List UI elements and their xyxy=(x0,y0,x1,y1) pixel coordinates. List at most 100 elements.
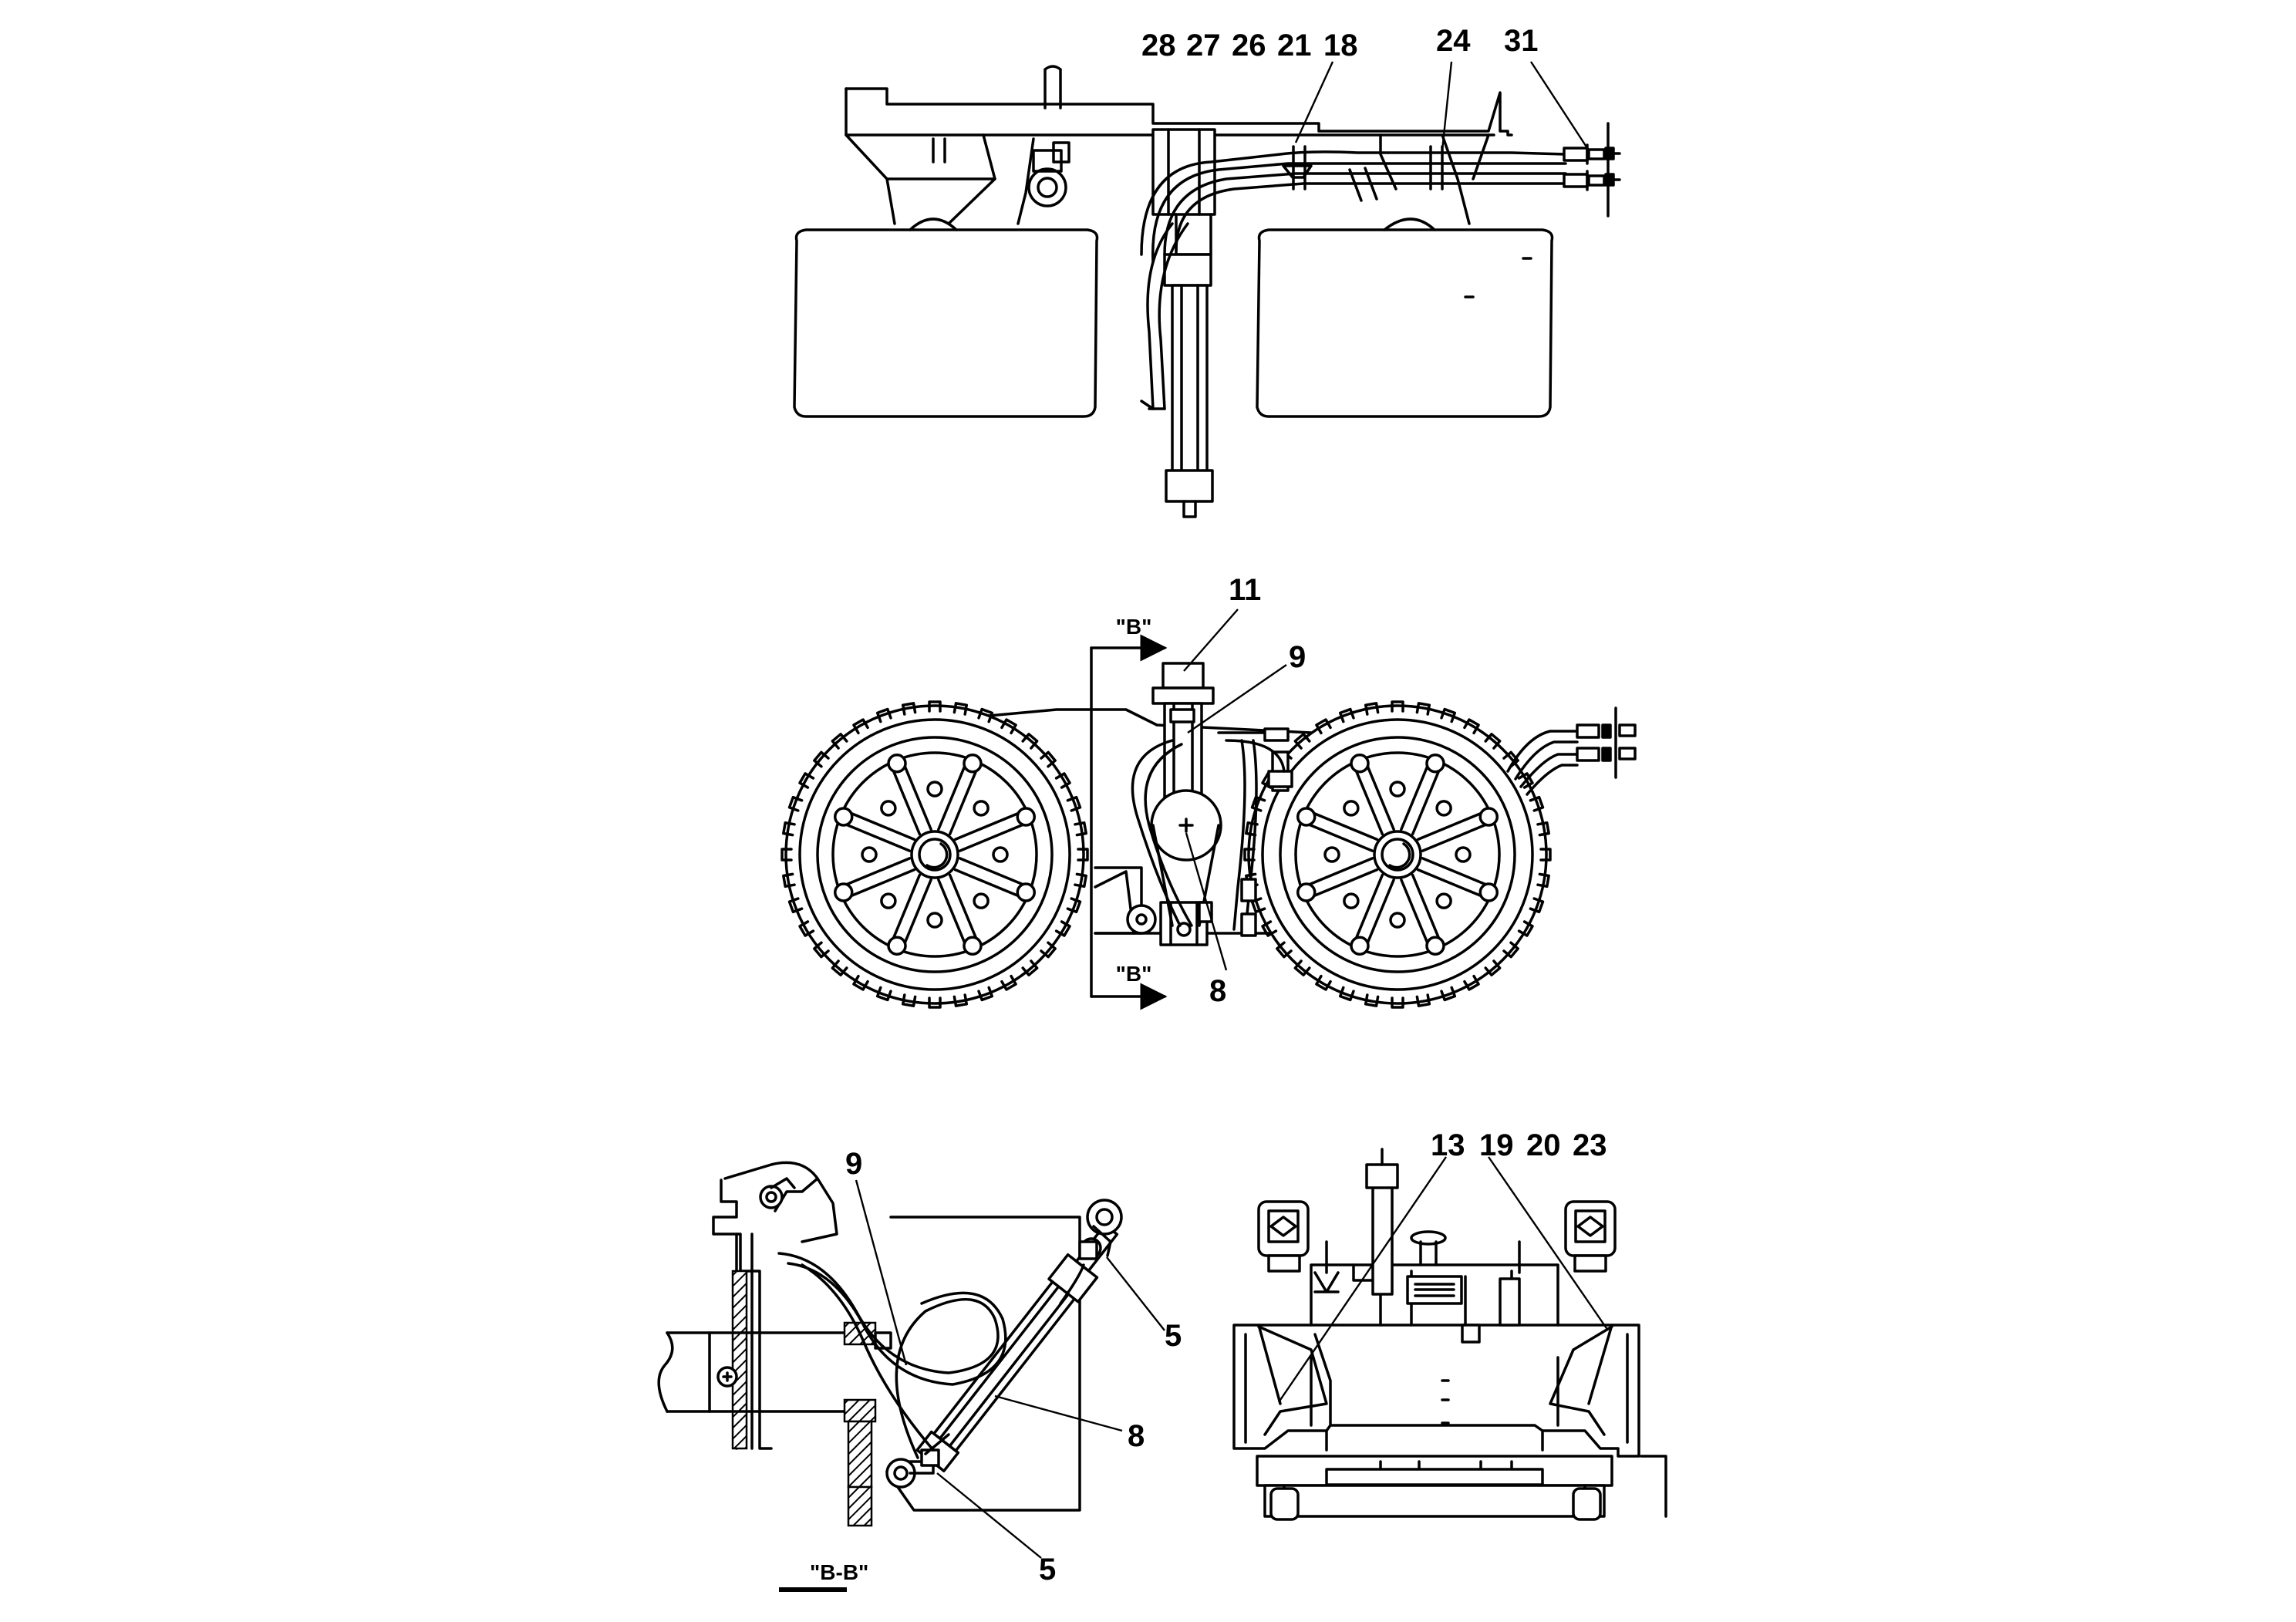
callout-21: 21 xyxy=(1277,29,1312,62)
rim-lug xyxy=(1364,993,1380,1007)
callout-5-top: 5 xyxy=(1165,1319,1182,1353)
callout-26: 26 xyxy=(1232,29,1266,62)
wheel-spoke xyxy=(839,809,916,852)
rim-lug xyxy=(901,702,917,716)
middle-view: "B" "B" xyxy=(781,573,1637,1010)
wheel-hole xyxy=(880,892,897,909)
section-title-underline xyxy=(779,1587,847,1592)
wheel-spoke xyxy=(953,809,1030,852)
rim-lug xyxy=(1261,920,1278,937)
rim-lug xyxy=(831,733,848,750)
spoke-end xyxy=(963,936,983,956)
hoses-middle xyxy=(1131,706,1637,937)
hoses-top xyxy=(1140,122,1621,410)
rim-lug xyxy=(1338,707,1355,723)
rim-lug xyxy=(977,986,994,1002)
top-view: 28 27 26 21 18 24 31 xyxy=(793,24,1621,518)
rim-lug xyxy=(1415,702,1431,716)
callout-9: 9 xyxy=(1289,640,1306,674)
rim-lug xyxy=(1391,700,1404,713)
wheel-hole xyxy=(1435,892,1452,909)
wheel-hole xyxy=(992,846,1009,863)
rim-lug xyxy=(1502,941,1519,959)
rim-lug xyxy=(1000,974,1017,991)
wheel-spoke xyxy=(1416,809,1493,852)
left-wheel xyxy=(784,704,1085,1005)
rim-lug xyxy=(1245,821,1259,837)
rim-lug xyxy=(1054,772,1071,789)
rear-upper xyxy=(1310,1148,1559,1327)
rim-lug xyxy=(813,941,830,959)
rim-lug xyxy=(831,959,848,976)
left-wheel-top xyxy=(793,218,1099,418)
rear-view: 13 19 20 23 xyxy=(1232,1128,1667,1521)
wheel-spoke xyxy=(953,857,1030,900)
rim-lug xyxy=(1293,733,1311,750)
callout-20: 20 xyxy=(1526,1128,1561,1162)
wheel-hole xyxy=(1323,846,1340,863)
callout-8-section: 8 xyxy=(1128,1419,1145,1453)
callout-27: 27 xyxy=(1186,29,1221,62)
pivot-link xyxy=(1150,789,1222,927)
spoke-end xyxy=(833,807,854,827)
callout-24: 24 xyxy=(1436,24,1471,58)
section-line-b xyxy=(1090,634,1168,1010)
wheel-spoke xyxy=(889,873,932,950)
callout-5-bottom: 5 xyxy=(1039,1553,1056,1587)
left-light xyxy=(1257,1200,1310,1273)
spoke-end xyxy=(887,753,907,774)
rim-lug xyxy=(952,993,969,1007)
wheel-hole xyxy=(1343,800,1360,817)
wheel-spoke xyxy=(1400,873,1443,950)
rim-lug xyxy=(1517,920,1534,937)
spoke-end xyxy=(1350,753,1370,774)
wheel-spoke xyxy=(937,759,980,836)
wheel-spokes xyxy=(833,753,1499,956)
rim-lug xyxy=(1440,707,1457,723)
wheel-hole xyxy=(1435,800,1452,817)
callout-23: 23 xyxy=(1573,1128,1607,1162)
wheel-spoke xyxy=(889,759,932,836)
spoke-end xyxy=(963,753,983,774)
rim-lug xyxy=(1415,993,1431,1007)
callout-19: 19 xyxy=(1479,1128,1514,1162)
wheel-hole xyxy=(1343,892,1360,909)
wheel-hole xyxy=(926,781,943,798)
callout-9-section: 9 xyxy=(845,1147,862,1181)
wheel-spoke xyxy=(1352,873,1395,950)
rim-lug xyxy=(1440,986,1457,1002)
rear-body xyxy=(1232,1324,1640,1458)
rim-lug xyxy=(952,702,969,716)
wheel-spoke xyxy=(1302,857,1379,900)
beam-section xyxy=(657,1321,892,1527)
rim-lug xyxy=(1536,821,1550,837)
pivot-bracket xyxy=(1027,141,1070,207)
wheel-hole xyxy=(1389,912,1406,929)
wheel-hole xyxy=(1389,781,1406,798)
section-title-b-b: "B-B" xyxy=(810,1560,868,1584)
spoke-end xyxy=(1425,936,1445,956)
spoke-end xyxy=(1296,807,1317,827)
rim-lug xyxy=(875,707,892,723)
rim-lug xyxy=(782,821,796,837)
rim-lug xyxy=(1066,795,1082,812)
wheel-hole xyxy=(973,892,990,909)
spoke-end xyxy=(1296,882,1317,902)
rim-lug xyxy=(787,897,804,914)
rim-lug xyxy=(1276,941,1293,959)
rim-lug xyxy=(1040,941,1057,959)
rim-lug xyxy=(1293,959,1311,976)
spoke-end xyxy=(1478,807,1499,827)
rim-lug xyxy=(928,700,942,713)
rim-lug xyxy=(1539,848,1552,862)
rim-lug xyxy=(977,707,994,723)
rim-lug xyxy=(1315,974,1332,991)
callout-11: 11 xyxy=(1229,573,1261,607)
rim-lug xyxy=(781,848,793,862)
rim-lug xyxy=(852,718,869,735)
rim-lug xyxy=(782,872,796,889)
top-callout-leaders xyxy=(1294,61,1590,151)
rim-lug xyxy=(787,795,804,812)
rim-lug xyxy=(1021,959,1039,976)
